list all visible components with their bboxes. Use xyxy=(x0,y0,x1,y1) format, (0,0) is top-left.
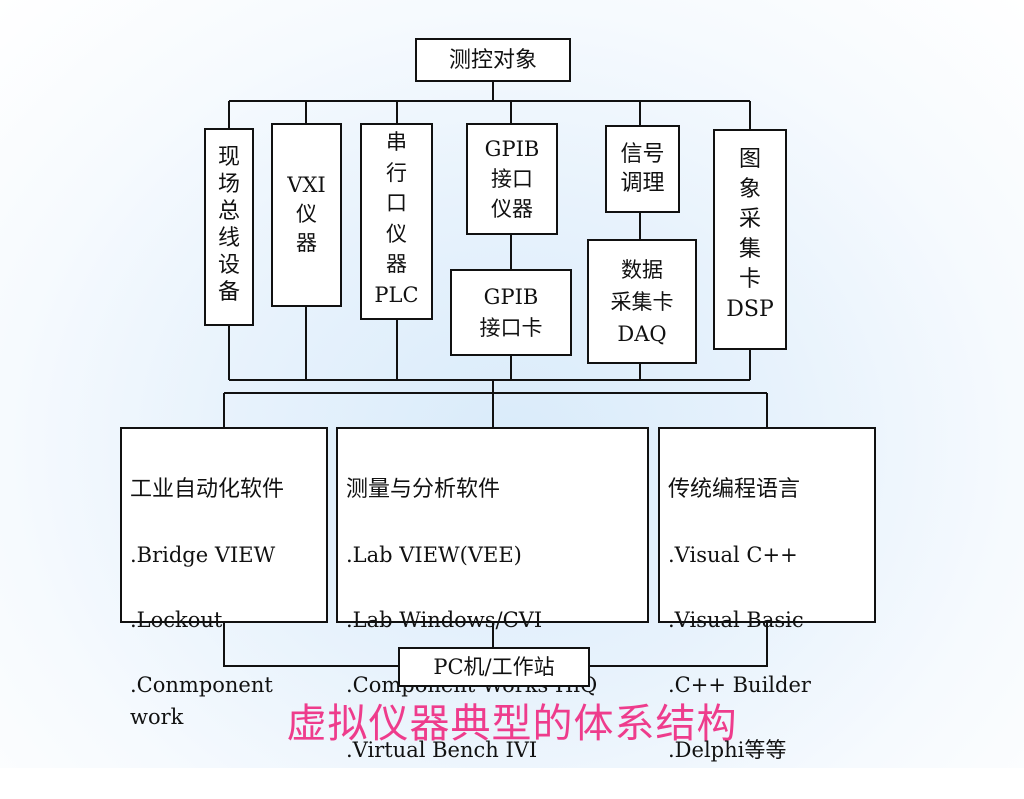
software-measurement-item: .Lab VIEW(VEE) xyxy=(346,542,522,567)
gpib-card-label: GPIB 接口卡 xyxy=(479,284,543,340)
software-programming-box: 传统编程语言 .Visual C++ .Visual Basic .C++ Bu… xyxy=(658,427,876,762)
software-programming-item: .Delphi等等 xyxy=(668,737,787,762)
device-image-box: 图 象 采 集 卡 DSP xyxy=(713,129,787,350)
signal-conditioning-box: 信号 调理 xyxy=(605,125,680,213)
device-vxi-box: VXI 仪 器 xyxy=(271,123,342,307)
device-gpib-label: GPIB 接口 仪器 xyxy=(484,137,540,221)
software-programming-item: .Visual Basic xyxy=(668,607,804,632)
diagram-caption: 虚拟仪器典型的体系结构 xyxy=(286,701,738,747)
device-gpib-box: GPIB 接口 仪器 xyxy=(466,123,558,235)
software-measurement-title: 测量与分析软件 xyxy=(346,476,501,502)
signal-conditioning-label: 信号 调理 xyxy=(620,142,665,196)
software-programming-item: .Visual C++ xyxy=(668,542,798,567)
pc-workstation-label: PC机/工作站 xyxy=(433,654,555,679)
software-automation-title: 工业自动化软件 xyxy=(130,476,285,502)
software-automation-item: .Lockout xyxy=(130,607,223,632)
software-automation-box: 工业自动化软件 .Bridge VIEW .Lockout .Conmponen… xyxy=(120,427,328,729)
software-automation-item: .Bridge VIEW xyxy=(130,542,276,567)
connector-base-left xyxy=(223,622,400,667)
device-vxi-label: VXI 仪 器 xyxy=(287,173,326,255)
device-fieldbus-box: 现 场 总 线 设 备 xyxy=(204,128,254,326)
daq-card-box: 数据 采集卡 DAQ xyxy=(587,239,697,364)
device-serial-box: 串 行 口 仪 器 PLC xyxy=(360,123,433,320)
device-serial-label: 串 行 口 仪 器 PLC xyxy=(374,130,419,307)
connector-lines xyxy=(223,80,768,667)
daq-card-label: 数据 采集卡 DAQ xyxy=(610,257,674,346)
top-node-label: 测控对象 xyxy=(448,47,537,73)
software-programming-item: .C++ Builder xyxy=(668,672,811,697)
device-image-label: 图 象 采 集 卡 DSP xyxy=(726,147,774,322)
gpib-card-box: GPIB 接口卡 xyxy=(450,269,572,356)
connector-base-right xyxy=(588,622,768,667)
software-measurement-item: .Lab Windows/CVI xyxy=(346,607,543,632)
pc-workstation-box: PC机/工作站 xyxy=(398,647,590,687)
software-automation-item: .Conmponent work xyxy=(130,672,273,730)
device-fieldbus-label: 现 场 总 线 设 备 xyxy=(217,145,240,305)
software-programming-title: 传统编程语言 xyxy=(668,476,801,502)
software-measurement-box: 测量与分析软件 .Lab VIEW(VEE) .Lab Windows/CVI … xyxy=(336,427,649,762)
software-measurement-item: .Virtual Bench IVI xyxy=(346,737,538,762)
top-node-box: 测控对象 xyxy=(415,38,571,82)
